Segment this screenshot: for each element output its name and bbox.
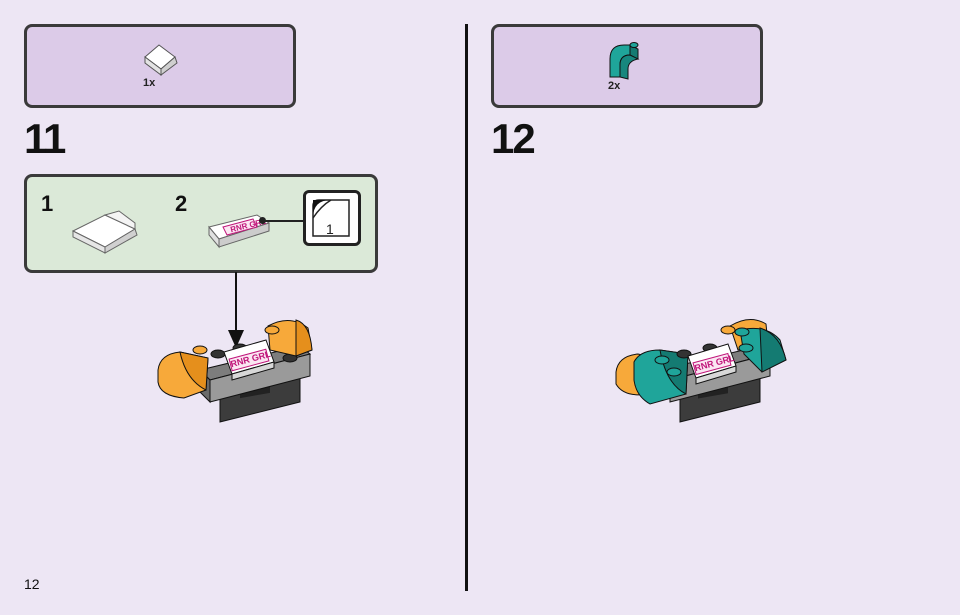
step12-part-qty: 2x (608, 80, 621, 92)
rotate-indicator-box: 1 (303, 190, 361, 246)
printed-slope-piece-icon (208, 214, 271, 249)
step11-part-qty: 1x (143, 77, 156, 89)
placement-arrow-icon (228, 272, 244, 348)
white-slope-piece-icon (144, 44, 178, 76)
teal-curved-piece-icon (609, 42, 640, 80)
turn-over-icon (312, 199, 350, 237)
step11-model-illustration (157, 319, 313, 423)
substep-1-label: 1 (41, 191, 54, 216)
rotate-connector-dot (259, 217, 266, 224)
step11-number: 11 (24, 115, 66, 162)
rotate-connector-line (263, 220, 306, 222)
step12-model-illustration (615, 319, 787, 423)
step12-parts-box: 2x (491, 24, 763, 108)
page-divider (465, 24, 468, 591)
step11-parts-box: 1x (24, 24, 296, 108)
page-number: 12 (24, 576, 40, 592)
substep-2-label: 2 (175, 191, 188, 216)
step12-number: 12 (491, 115, 536, 162)
white-slope-piece-icon (71, 210, 138, 254)
rotate-count: 1 (326, 221, 334, 237)
